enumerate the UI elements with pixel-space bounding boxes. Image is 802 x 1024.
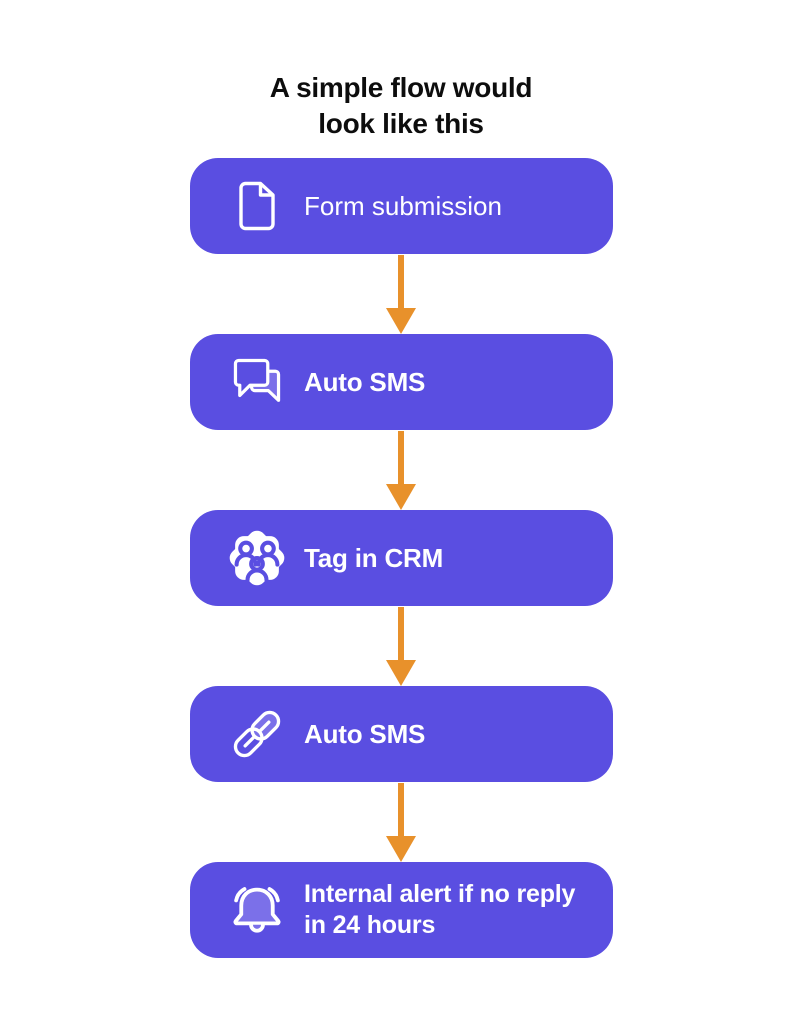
arrow-shaft <box>398 431 404 484</box>
down-arrow <box>386 255 416 334</box>
node-tag-in-crm: Tag in CRM <box>190 510 613 606</box>
down-arrow <box>386 607 416 686</box>
down-arrow <box>386 431 416 510</box>
arrow-shaft <box>398 255 404 308</box>
page-title-line2: look like this <box>318 108 484 139</box>
arrow-head <box>386 484 416 510</box>
node-internal-alert: Internal alert if no reply in 24 hours <box>190 862 613 958</box>
bell-icon <box>214 883 300 938</box>
arrow-shaft <box>398 607 404 660</box>
arrow-head <box>386 660 416 686</box>
arrow-head <box>386 836 416 862</box>
node-label: Auto SMS <box>304 366 426 397</box>
arrow-shaft <box>398 783 404 836</box>
document-icon <box>214 180 300 232</box>
link-icon <box>214 705 300 763</box>
page-title-line1: A simple flow would <box>269 72 533 103</box>
node-label: Internal alert if no reply in 24 hours <box>304 880 576 939</box>
chat-bubbles-icon <box>214 355 300 409</box>
page-title: A simple flow would look like this <box>0 70 802 142</box>
gear-people-icon <box>214 523 300 593</box>
arrow-head <box>386 308 416 334</box>
node-auto-sms-1: Auto SMS <box>190 334 613 430</box>
node-form-submission: Form submission <box>190 158 613 254</box>
node-label: Form submission <box>304 190 502 221</box>
node-auto-sms-2: Auto SMS <box>190 686 613 782</box>
node-label: Auto SMS <box>304 718 426 749</box>
down-arrow <box>386 783 416 862</box>
node-label: Tag in CRM <box>304 542 444 573</box>
